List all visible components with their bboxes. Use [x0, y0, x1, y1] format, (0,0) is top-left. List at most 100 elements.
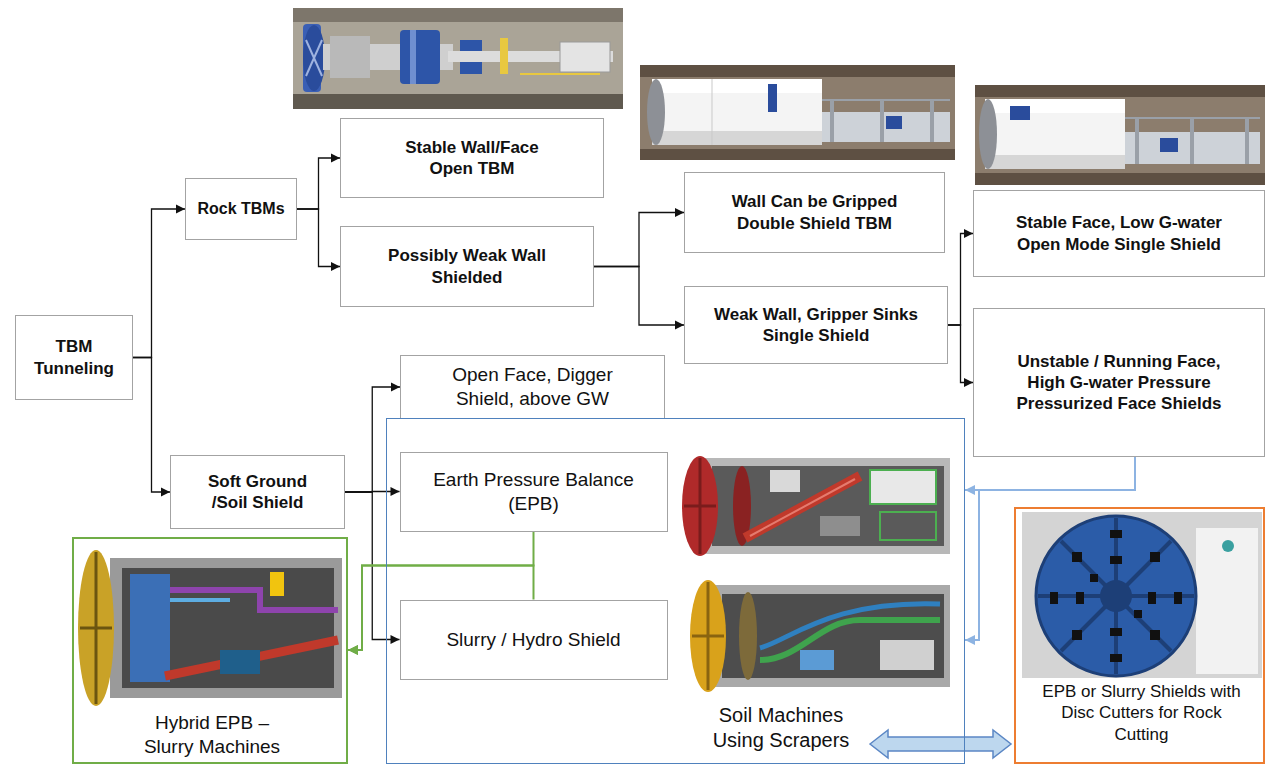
double-shield-tbm-illustration [652, 79, 822, 93]
double-shield-tbm-illustration [822, 99, 950, 101]
arrowhead [964, 378, 973, 387]
double-shield-tbm-illustration [930, 100, 934, 142]
connector-line [594, 213, 684, 267]
disc-cutterhead-illustration [1061, 541, 1171, 651]
double-shield-tbm-illustration [768, 84, 777, 112]
condition-box: Possibly Weak Wall Shielded [340, 226, 594, 307]
condition-box: Weak Wall, Gripper Sinks Single Shield [684, 286, 948, 364]
open-tbm-illustration [330, 36, 370, 78]
machine-type-box: Earth Pressure Balance (EPB) [400, 452, 668, 532]
disc-cutterhead-illustration [1150, 552, 1160, 562]
disc-cutterhead-illustration [1072, 552, 1082, 562]
epb-machine-illustration [770, 470, 800, 492]
disc-cutterhead-illustration [1110, 556, 1122, 564]
double-shield-tbm-illustration [640, 65, 955, 160]
disc-cutterhead-illustration [1036, 516, 1196, 676]
epb-machine-illustration [870, 470, 936, 504]
open-tbm-illustration [293, 8, 623, 109]
hybrid-machine-illustration [78, 550, 342, 706]
connector-arrow [133, 358, 170, 497]
slurry-machine-illustration [692, 635, 724, 638]
connector-arrow [948, 325, 973, 387]
slurry-machine-illustration [739, 592, 757, 680]
disc-cutterhead-illustration [1061, 541, 1171, 651]
connector-arrow [297, 209, 340, 271]
arrowhead [348, 645, 358, 655]
hybrid-machine-illustration [130, 574, 170, 682]
arrowhead [965, 635, 975, 645]
node-label: Soft Ground /Soil Shield [193, 471, 323, 514]
condition-box: Unstable / Running Face, High G-water Pr… [973, 308, 1265, 457]
epb-machine-illustration [682, 456, 950, 556]
connector-line [594, 267, 684, 326]
open-tbm-illustration [560, 42, 610, 72]
open-tbm-illustration [500, 38, 508, 74]
arrowhead [331, 262, 340, 271]
disc-cutterhead-illustration [1222, 540, 1234, 552]
connector-line [133, 209, 185, 358]
double-block-arrow [870, 730, 1011, 758]
connector-line [345, 387, 400, 492]
arrowhead [675, 321, 684, 330]
connector-arrow [345, 492, 400, 644]
disc-cutterhead-illustration [1174, 592, 1182, 604]
rock-cutting-panel: EPB or Slurry Shields with Disc Cutters … [1014, 507, 1265, 764]
epb-machine-illustration [745, 476, 860, 538]
root-box: TBM Tunneling [15, 315, 133, 400]
epb-machine-illustration [870, 470, 936, 504]
machine-type-box: Slurry / Hydro Shield [400, 600, 668, 680]
connector-arrow [297, 154, 340, 210]
single-shield-tbm-illustration [985, 99, 1125, 169]
node-label: Open Face, Digger Shield, above GW [433, 363, 633, 411]
node-label: Stable Face, Low G-water Open Mode Singl… [1002, 212, 1237, 255]
slurry-machine-illustration [710, 585, 950, 687]
disc-cutterhead-illustration [1110, 628, 1122, 636]
double-shield-tbm-illustration [652, 131, 822, 145]
single-shield-tbm-illustration [1190, 118, 1194, 164]
slurry-machine-illustration [690, 580, 726, 692]
epb-machine-illustration [712, 466, 944, 546]
category-box: Rock TBMs [185, 178, 297, 240]
disc-cutterhead-illustration [1072, 630, 1082, 640]
open-tbm-illustration [400, 30, 440, 84]
machine-type-box: Open Face, Digger Shield, above GW [400, 355, 665, 419]
single-shield-tbm-illustration [1125, 117, 1260, 119]
hybrid-machine-illustration [78, 550, 114, 706]
double-shield-tbm-illustration [886, 116, 902, 129]
double-shield-tbm-illustration [712, 79, 713, 145]
arrowhead [964, 229, 973, 238]
category-box: Soft Ground /Soil Shield [170, 455, 345, 529]
double-shield-tbm-illustration [880, 100, 884, 142]
disc-cutterhead-illustration [1050, 592, 1058, 604]
arrowhead [391, 487, 400, 496]
open-tbm-illustration [306, 40, 322, 76]
connector-arrow [345, 383, 400, 493]
arrowhead [391, 383, 400, 392]
double-shield-tbm-illustration [647, 79, 665, 145]
hybrid-machine-illustration [110, 558, 342, 698]
open-tbm-illustration [520, 73, 600, 75]
arrowhead [675, 208, 684, 217]
disc-cutterhead-illustration [1110, 654, 1122, 662]
double-shield-tbm-illustration [830, 100, 834, 142]
arrowhead [161, 488, 170, 497]
single-shield-tbm-illustration [1160, 138, 1178, 152]
node-label: TBM Tunneling [29, 336, 119, 379]
connector-arrow [133, 205, 185, 358]
connector-line [965, 457, 1135, 490]
disc-cutterhead-illustration [1148, 592, 1156, 604]
single-shield-tbm-illustration [975, 97, 1265, 173]
node-label: Rock TBMs [197, 199, 284, 219]
hybrid-machine-illustration [165, 640, 338, 676]
hybrid-machine-panel: Hybrid EPB – Slurry Machines [72, 537, 348, 764]
connector-line [870, 730, 1011, 758]
hybrid-machine-illustration [220, 650, 260, 674]
open-tbm-illustration [410, 30, 416, 84]
disc-cutterhead-illustration [1076, 592, 1084, 604]
arrowhead [965, 485, 975, 495]
single-shield-tbm-illustration [1010, 106, 1030, 120]
node-label: Stable Wall/Face Open TBM [387, 137, 557, 180]
single-shield-tbm-illustration [985, 155, 1125, 169]
